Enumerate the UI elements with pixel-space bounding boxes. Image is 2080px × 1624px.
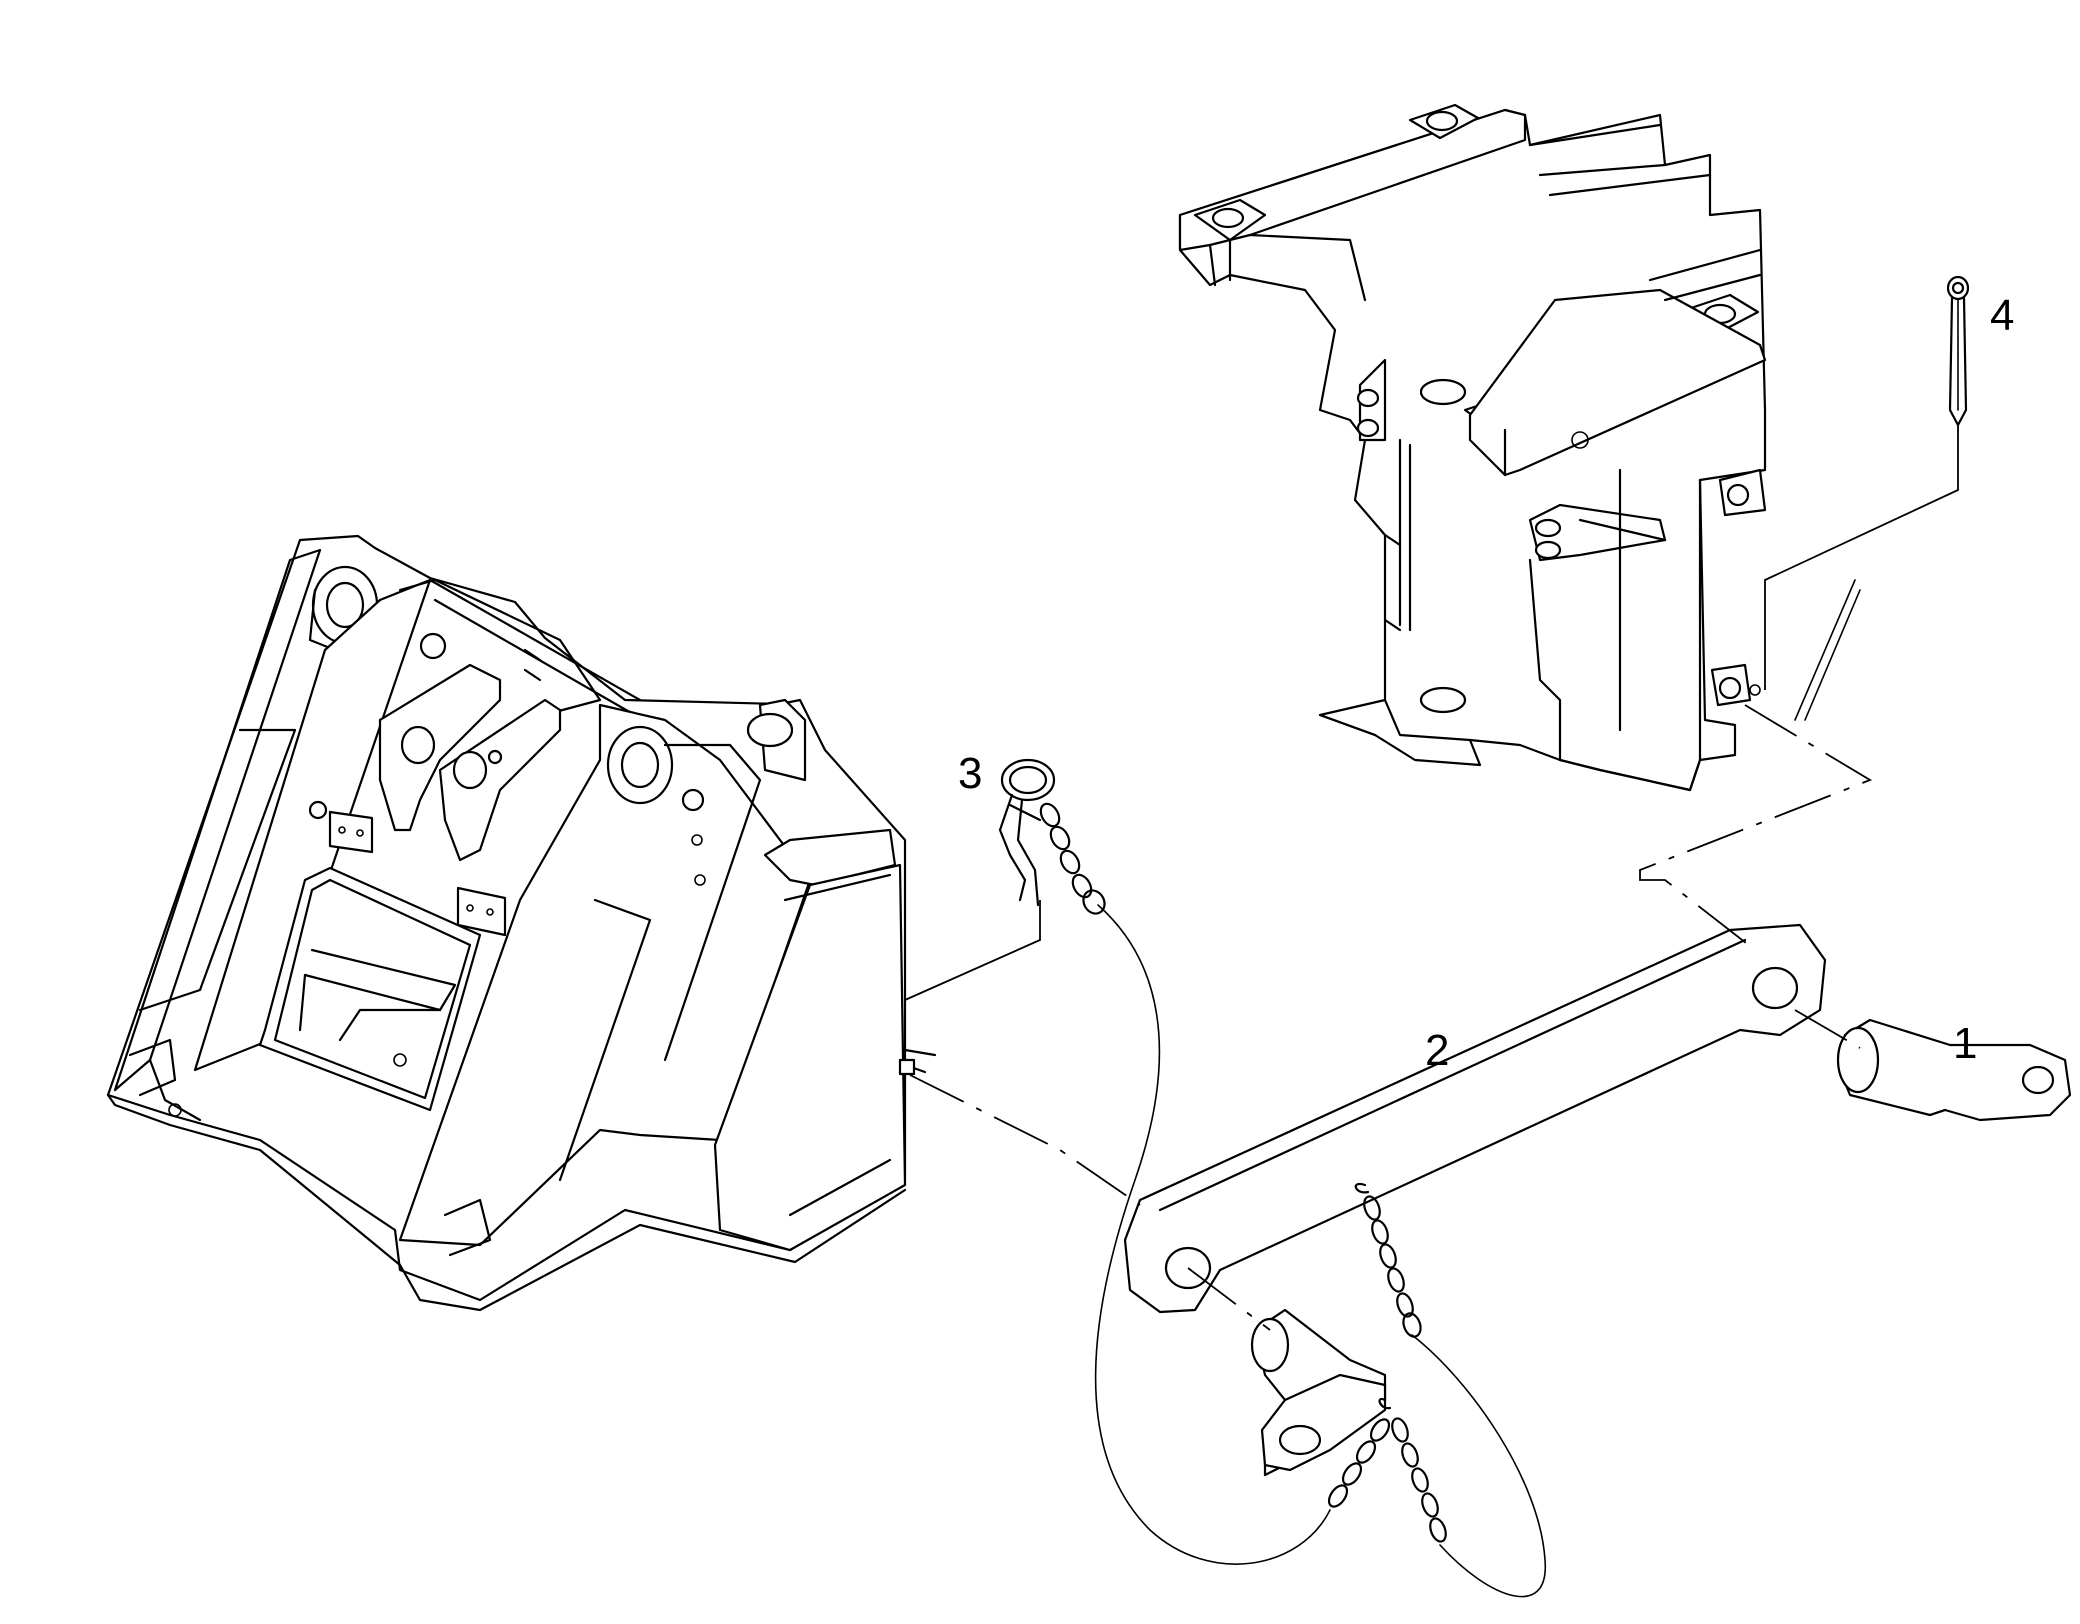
pin-lower [1250,1308,1387,1477]
callout-2: 2 [1425,1026,1449,1075]
part-1-pin [1836,1018,2072,1122]
loader-rear-frame [1178,103,1861,792]
callout-1: 1 [1953,1019,1977,1068]
part-3-r-clip [998,758,1106,915]
assembly-lines [904,425,1959,1331]
retaining-chains [1094,904,1546,1598]
loader-front-frame [106,534,937,1312]
callout-3: 3 [958,749,982,798]
part-2-link-bar [1123,923,1827,1314]
callout-4: 4 [1990,291,2014,340]
part-4-cotter-pin [1946,275,1970,427]
